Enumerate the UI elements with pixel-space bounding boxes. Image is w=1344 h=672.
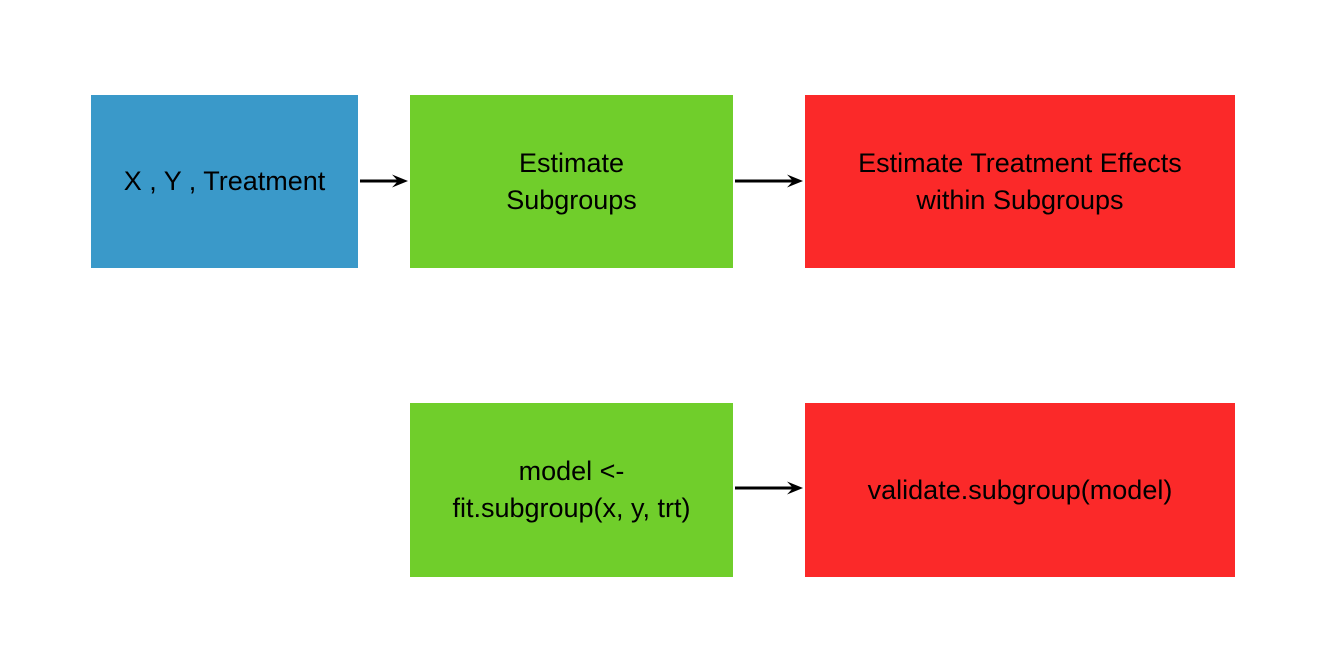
- arrow-estimate-subgroups-to-treatment-effects: [733, 171, 805, 191]
- arrow-icon: [735, 174, 803, 188]
- node-fit-subgroup-code: model <- fit.subgroup(x, y, trt): [410, 403, 733, 577]
- arrow-icon: [735, 481, 803, 495]
- node-estimate-subgroups: Estimate Subgroups: [410, 95, 733, 268]
- node-data-inputs: X , Y , Treatment: [91, 95, 358, 268]
- arrow-inputs-to-estimate-subgroups: [358, 171, 410, 191]
- arrow-fit-model-to-validate: [733, 478, 805, 498]
- arrow-icon: [360, 174, 408, 188]
- node-estimate-treatment-effects: Estimate Treatment Effects within Subgro…: [805, 95, 1235, 268]
- node-validate-subgroup-code: validate.subgroup(model): [805, 403, 1235, 577]
